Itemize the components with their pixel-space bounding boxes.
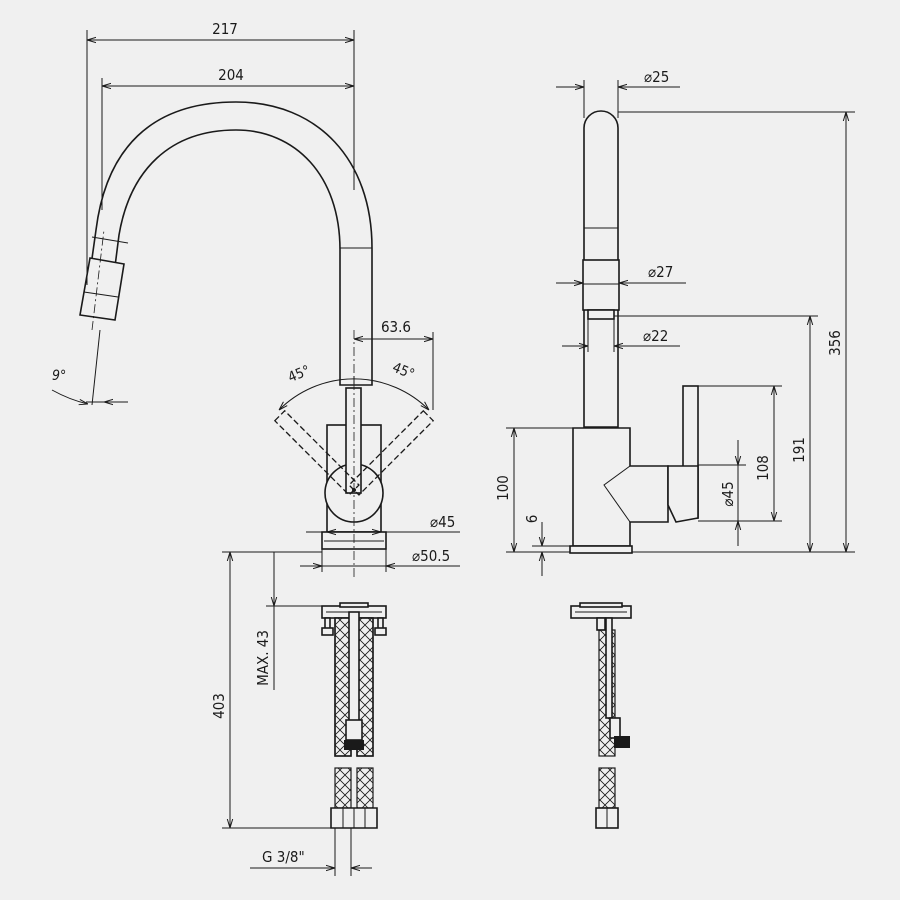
under-counter-side (570, 602, 632, 829)
lever-height-label: 108 (754, 455, 772, 481)
side-lever-joint (667, 465, 699, 523)
spout-reach-label: 204 (218, 66, 244, 84)
side-body (572, 427, 669, 547)
body-diameter-label: ⌀45 (430, 513, 455, 531)
hose-length-label: 403 (210, 693, 228, 719)
overall-reach-label: 217 (212, 20, 238, 38)
lever-angle-right-label: 45° (390, 360, 417, 383)
side-spray-head (582, 259, 620, 311)
side-base (569, 545, 633, 554)
front-view: 9° 45° 45° 217 204 63.6 (51, 20, 460, 580)
side-body-chamfer (603, 465, 631, 523)
spout-tip-diameter-label: ⌀25 (644, 68, 669, 86)
base-diameter-label: ⌀50.5 (412, 547, 450, 565)
lever-offset-label: 63.6 (381, 318, 411, 336)
under-counter-front: 403 MAX. 43 G 3/8" (210, 551, 387, 876)
lever-angle-left-label: 45° (286, 363, 313, 386)
spout-tilt-label: 9° (52, 368, 66, 384)
valve-fitting (344, 740, 364, 750)
spray-head-diameter-label: ⌀27 (648, 263, 673, 281)
body-height-label: 100 (494, 475, 512, 501)
spout-tube-diameter-label: ⌀22 (643, 327, 668, 345)
connection-thread-label: G 3/8" (262, 848, 305, 866)
total-height-label: 356 (826, 330, 844, 356)
base-thickness-label: 6 (523, 515, 541, 524)
spout-arc (87, 101, 373, 386)
max-countertop-label: MAX. 43 (254, 630, 272, 686)
side-view: ⌀25 ⌀27 ⌀22 356 191 108 ⌀45 (494, 68, 855, 576)
outlet-height-label: 191 (790, 437, 808, 463)
spray-head (79, 257, 125, 321)
lever (345, 387, 362, 494)
side-body-diameter-label: ⌀45 (719, 481, 737, 506)
